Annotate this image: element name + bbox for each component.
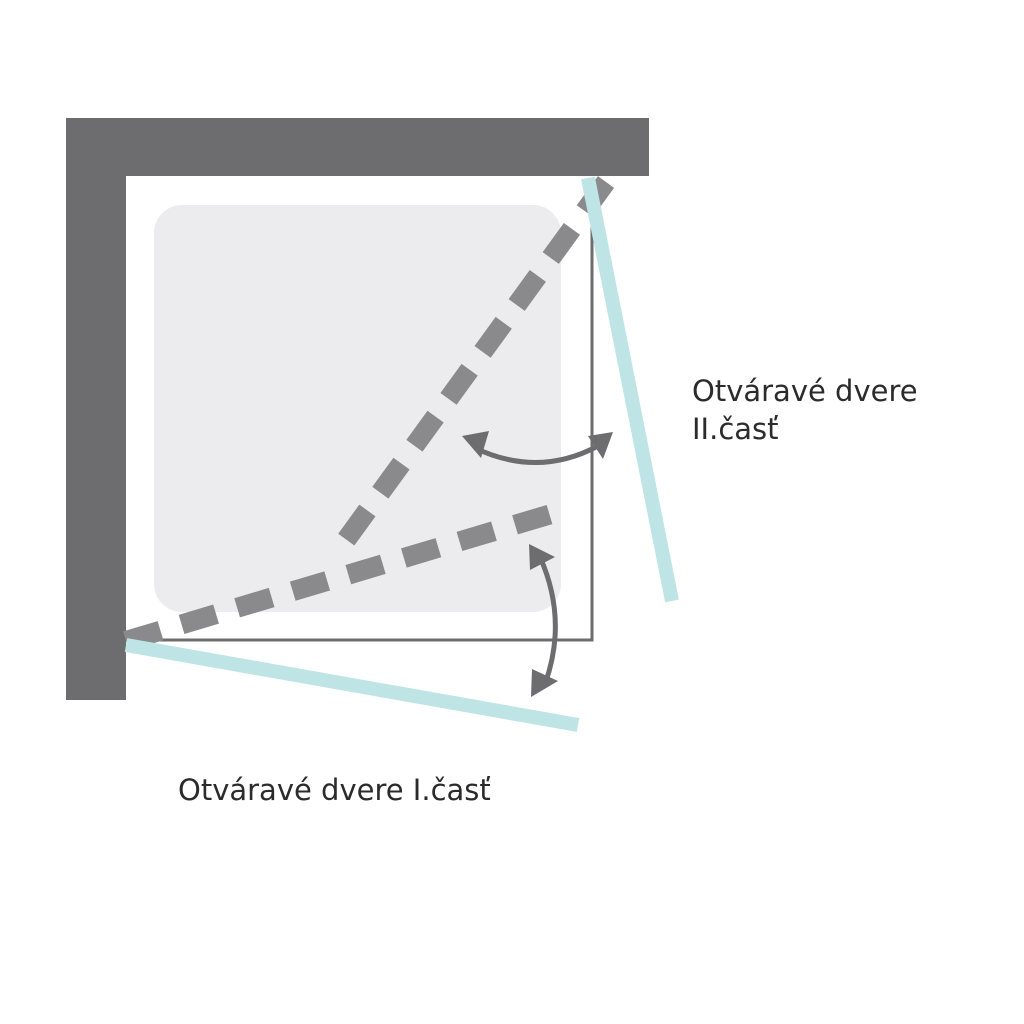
door-one-label-text: Otváravé dvere I.časť: [178, 773, 491, 807]
door-two-swing-arrow: [462, 431, 613, 465]
door-two-glass: [581, 176, 679, 603]
door-two-label-line1: Otváravé dvere: [692, 374, 918, 408]
door-one-open-position: [123, 499, 571, 651]
door-one-glass: [124, 638, 580, 732]
door-two-label-line2: II.časť: [692, 412, 779, 446]
back-wall: [66, 118, 649, 176]
door-two-label: Otváravé dvere II.časť: [692, 372, 918, 448]
shower-tray: [154, 205, 561, 612]
door-two-open-position: [337, 176, 615, 546]
door-one-swing-arrow: [529, 544, 558, 697]
corner-walls: [66, 118, 649, 700]
arrow-head-right: [588, 432, 613, 459]
arrow-head-left: [462, 431, 489, 458]
door-one-label: Otváravé dvere I.časť: [178, 771, 491, 809]
enclosure-outline: [126, 212, 594, 642]
arrow-head-top: [529, 544, 555, 570]
arrow-head-bottom: [531, 669, 558, 697]
side-wall: [66, 118, 126, 700]
